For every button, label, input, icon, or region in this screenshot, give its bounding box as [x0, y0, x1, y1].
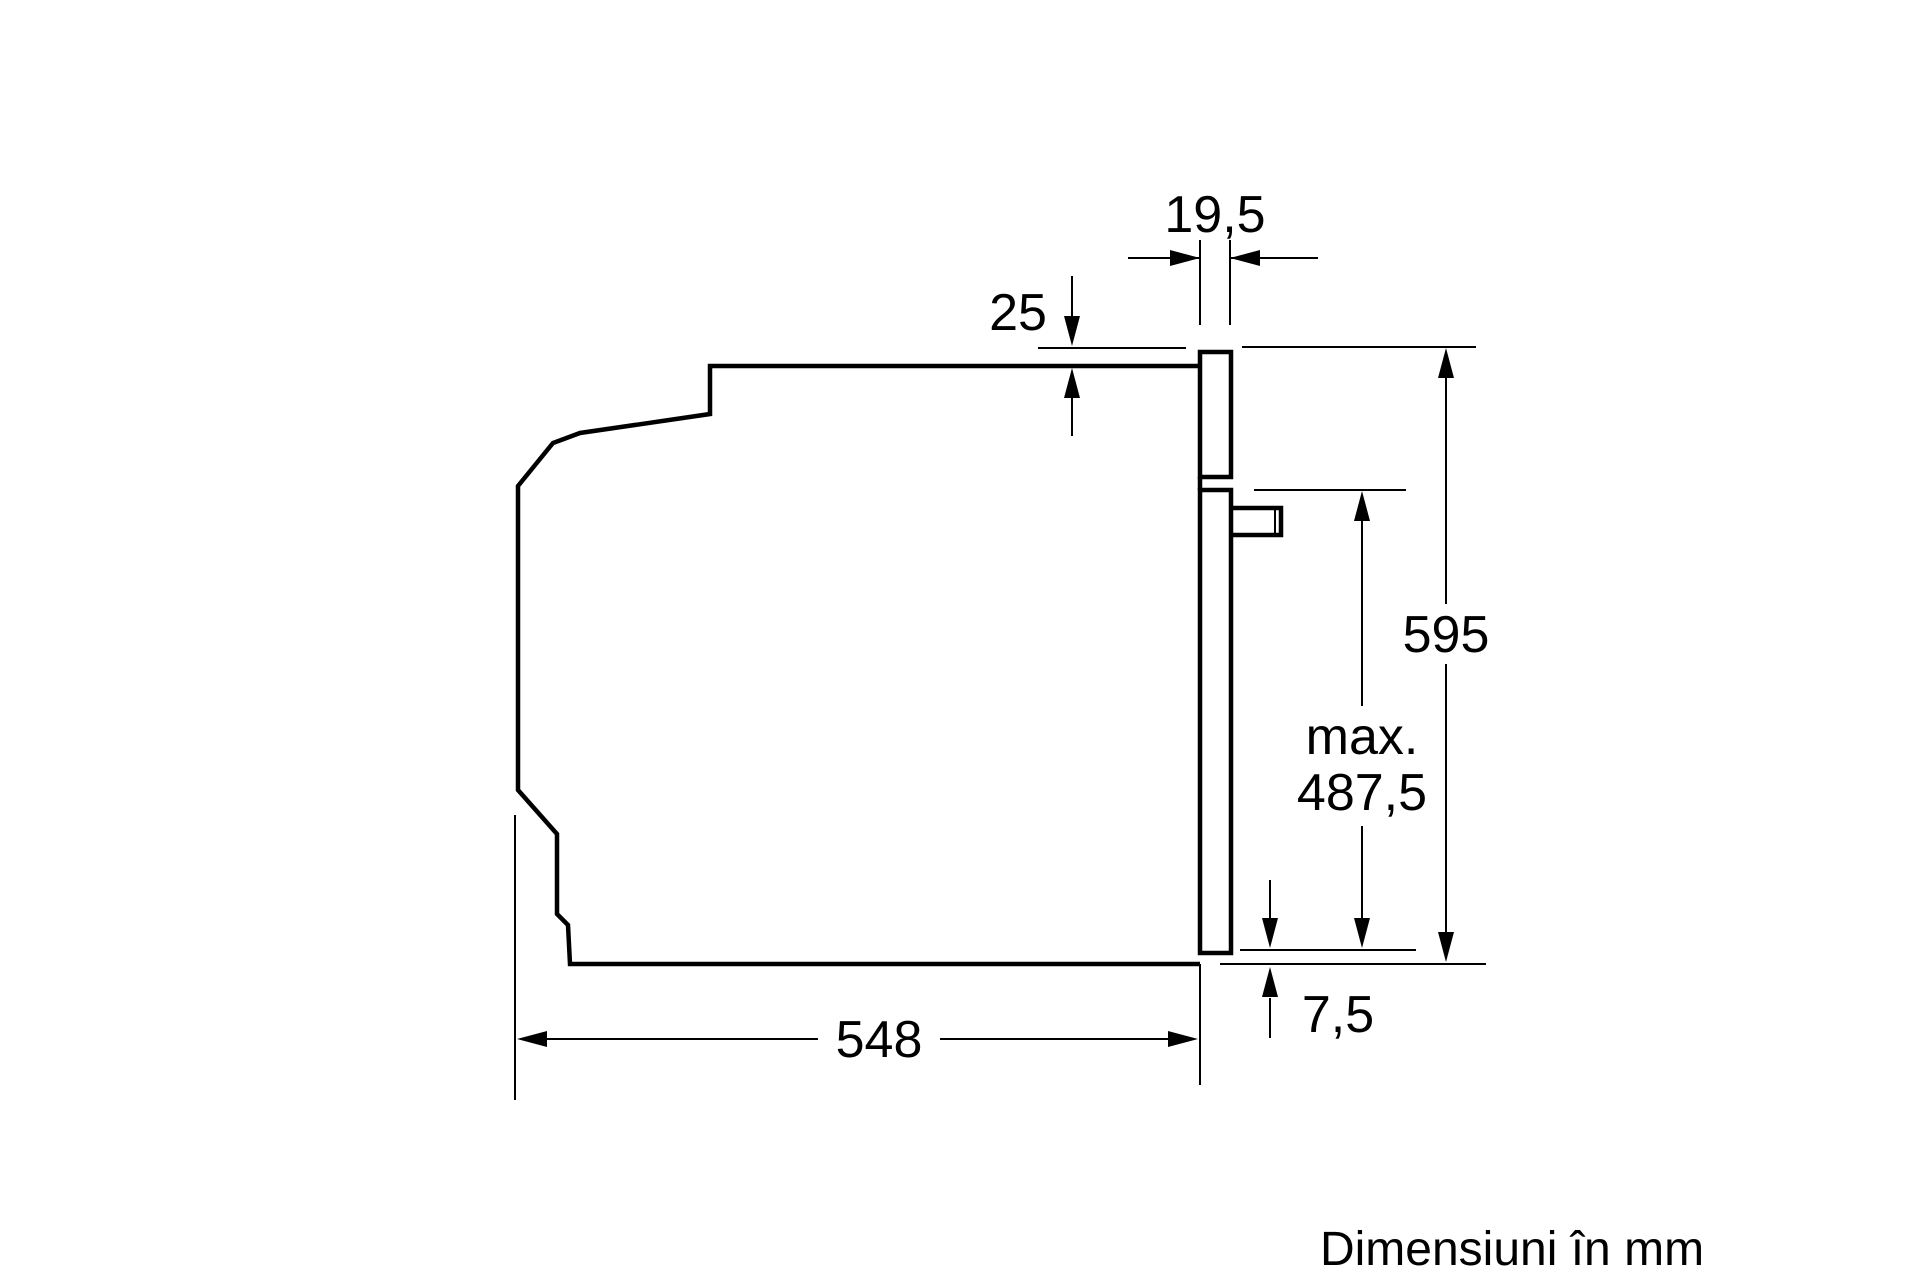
dim-19-arrow-right: [1230, 250, 1260, 266]
dim-bottom-gap-label: 7,5: [1302, 986, 1374, 1044]
door-lower-panel: [1197, 487, 1234, 956]
dim-door-thickness-label: 19,5: [1164, 186, 1265, 244]
dim-595-arrow-down: [1438, 932, 1454, 962]
dim-548-arrow-left: [517, 1031, 547, 1047]
dim-max-value-label: 487,5: [1297, 764, 1427, 822]
door-upper-panel: [1197, 349, 1234, 480]
dim-19-arrow-left: [1170, 250, 1200, 266]
dim-595-arrow-up: [1438, 348, 1454, 378]
dim-7-arrow-up: [1262, 967, 1278, 997]
dim-total-height-label: 595: [1403, 606, 1490, 664]
dim-depth-label: 548: [836, 1011, 923, 1069]
dim-max-prefix-label: max.: [1306, 708, 1419, 766]
dim-25-arrow-up: [1064, 368, 1080, 398]
dim-7-arrow-down: [1262, 918, 1278, 948]
dim-25-arrow-down: [1064, 316, 1080, 346]
dim-548-arrow-right: [1168, 1031, 1198, 1047]
oven-body-outline: [515, 363, 1200, 967]
door-handle: [1231, 505, 1284, 538]
dim-487-arrow-down: [1354, 918, 1370, 948]
unit-caption: Dimensiuni în mm: [1320, 1223, 1704, 1276]
dim-487-arrow-up: [1354, 491, 1370, 521]
dim-top-gap-label: 25: [989, 284, 1047, 342]
